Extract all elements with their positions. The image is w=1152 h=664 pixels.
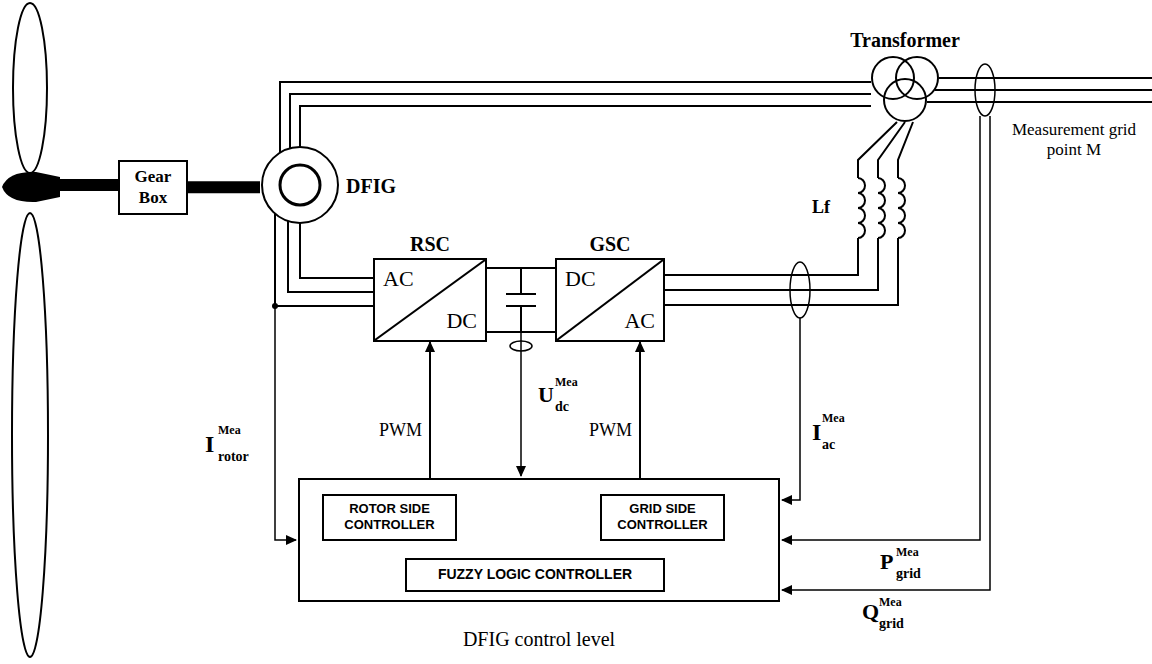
signal-line <box>782 318 800 500</box>
signal-subscript: rotor <box>218 450 249 464</box>
rotor-circle <box>280 165 320 205</box>
component-name: GSC <box>589 233 630 256</box>
component-name: Gear Box <box>122 166 184 209</box>
connector-path <box>275 214 373 306</box>
signal-name: I <box>205 432 214 456</box>
signal-name: Q <box>862 601 879 623</box>
signal-name: U <box>538 384 554 406</box>
connector-path <box>665 122 905 290</box>
signal-line <box>275 306 296 540</box>
turbine-blade <box>13 3 47 173</box>
inductor-ground <box>876 178 888 238</box>
control-arrow <box>430 342 431 478</box>
signal-superscript: Mea <box>879 596 902 608</box>
turbine-hub <box>2 172 60 202</box>
inductor-ground <box>856 178 868 238</box>
signal-subscript: grid <box>879 617 904 631</box>
signal-superscript: Mea <box>218 424 241 436</box>
edge-label: PWM <box>587 419 634 442</box>
connector-path <box>280 82 871 153</box>
edge-label: PWM <box>377 419 424 442</box>
component-name: DFIG <box>346 175 396 198</box>
signal-line <box>782 116 980 540</box>
signal-subscript: grid <box>896 567 921 581</box>
power-line <box>487 268 555 332</box>
capacitor-symbol <box>506 268 536 332</box>
control-arrow <box>640 342 641 478</box>
connector-path <box>665 122 913 305</box>
generator-circle: DFIG <box>260 145 340 225</box>
power-line <box>280 82 871 153</box>
signal-superscript: Mea <box>822 412 845 424</box>
inductor-coil <box>898 178 905 238</box>
controller-box: FUZZY LOGIC CONTROLLER <box>405 558 665 592</box>
converter-box: RSCACDC <box>373 258 487 342</box>
port-label: DC <box>446 308 477 334</box>
connector-path <box>665 122 897 275</box>
controller-name: FUZZY LOGIC CONTROLLER <box>415 566 655 584</box>
connector-path <box>639 342 641 478</box>
converter-box: GSCDCAC <box>555 258 665 342</box>
connector-path <box>429 342 431 478</box>
port-label: AC <box>624 308 655 334</box>
drive-shaft <box>188 187 260 188</box>
port-label: DC <box>565 266 596 292</box>
component-name: RSC <box>410 233 450 256</box>
controller-name: GRID SIDE CONTROLLER <box>608 501 717 534</box>
signal-name: I <box>812 420 821 444</box>
signal-superscript: Mea <box>896 546 919 558</box>
measurement-probe <box>975 64 995 116</box>
port-label: AC <box>383 266 414 292</box>
stator-circle <box>262 147 338 223</box>
control-box: DFIG control levelROTOR SIDE CONTROLLERG… <box>298 478 780 602</box>
power-line <box>665 122 913 305</box>
shaft <box>58 179 118 191</box>
signal-name: P <box>880 551 893 573</box>
controller-box: GRID SIDE CONTROLLER <box>600 494 725 541</box>
signal-line <box>782 116 990 590</box>
winding-circle <box>872 57 914 99</box>
signal-line <box>520 332 522 476</box>
connector-path <box>300 223 373 278</box>
converter-diagonal <box>375 260 485 340</box>
component-name: Transformer <box>850 29 960 52</box>
connector-path <box>300 106 871 147</box>
inductor-coil <box>878 178 885 238</box>
generator-circle-outline <box>260 145 340 225</box>
gearbox-box: Gear Box <box>118 160 188 215</box>
power-line <box>275 214 373 306</box>
controller-name: ROTOR SIDE CONTROLLER <box>330 501 449 534</box>
converter-diagonal <box>557 260 663 340</box>
connector-path <box>288 221 373 292</box>
connector-path <box>290 94 871 148</box>
transformer-symbol-outline <box>871 56 939 122</box>
panel-heading: DFIG control level <box>463 628 615 651</box>
signal-superscript: Mea <box>555 376 578 388</box>
measurement-probe <box>790 262 810 318</box>
signal-subscript: ac <box>822 438 835 452</box>
measurement-point-label: Measurement grid point M <box>1004 120 1144 161</box>
winding-circle <box>896 57 938 99</box>
grid-line <box>927 78 1152 102</box>
connector-path <box>188 181 260 193</box>
inductor-ground <box>896 178 908 238</box>
controller-box: ROTOR SIDE CONTROLLER <box>322 494 457 541</box>
inductor-coil <box>858 178 865 238</box>
inductor-label: Lf <box>812 198 830 216</box>
turbine-blade <box>12 213 48 657</box>
winding-circle <box>884 79 926 121</box>
signal-subscript: dc <box>555 400 569 414</box>
inductor-symbol <box>856 178 908 238</box>
transformer-symbol: Transformer <box>871 56 939 122</box>
